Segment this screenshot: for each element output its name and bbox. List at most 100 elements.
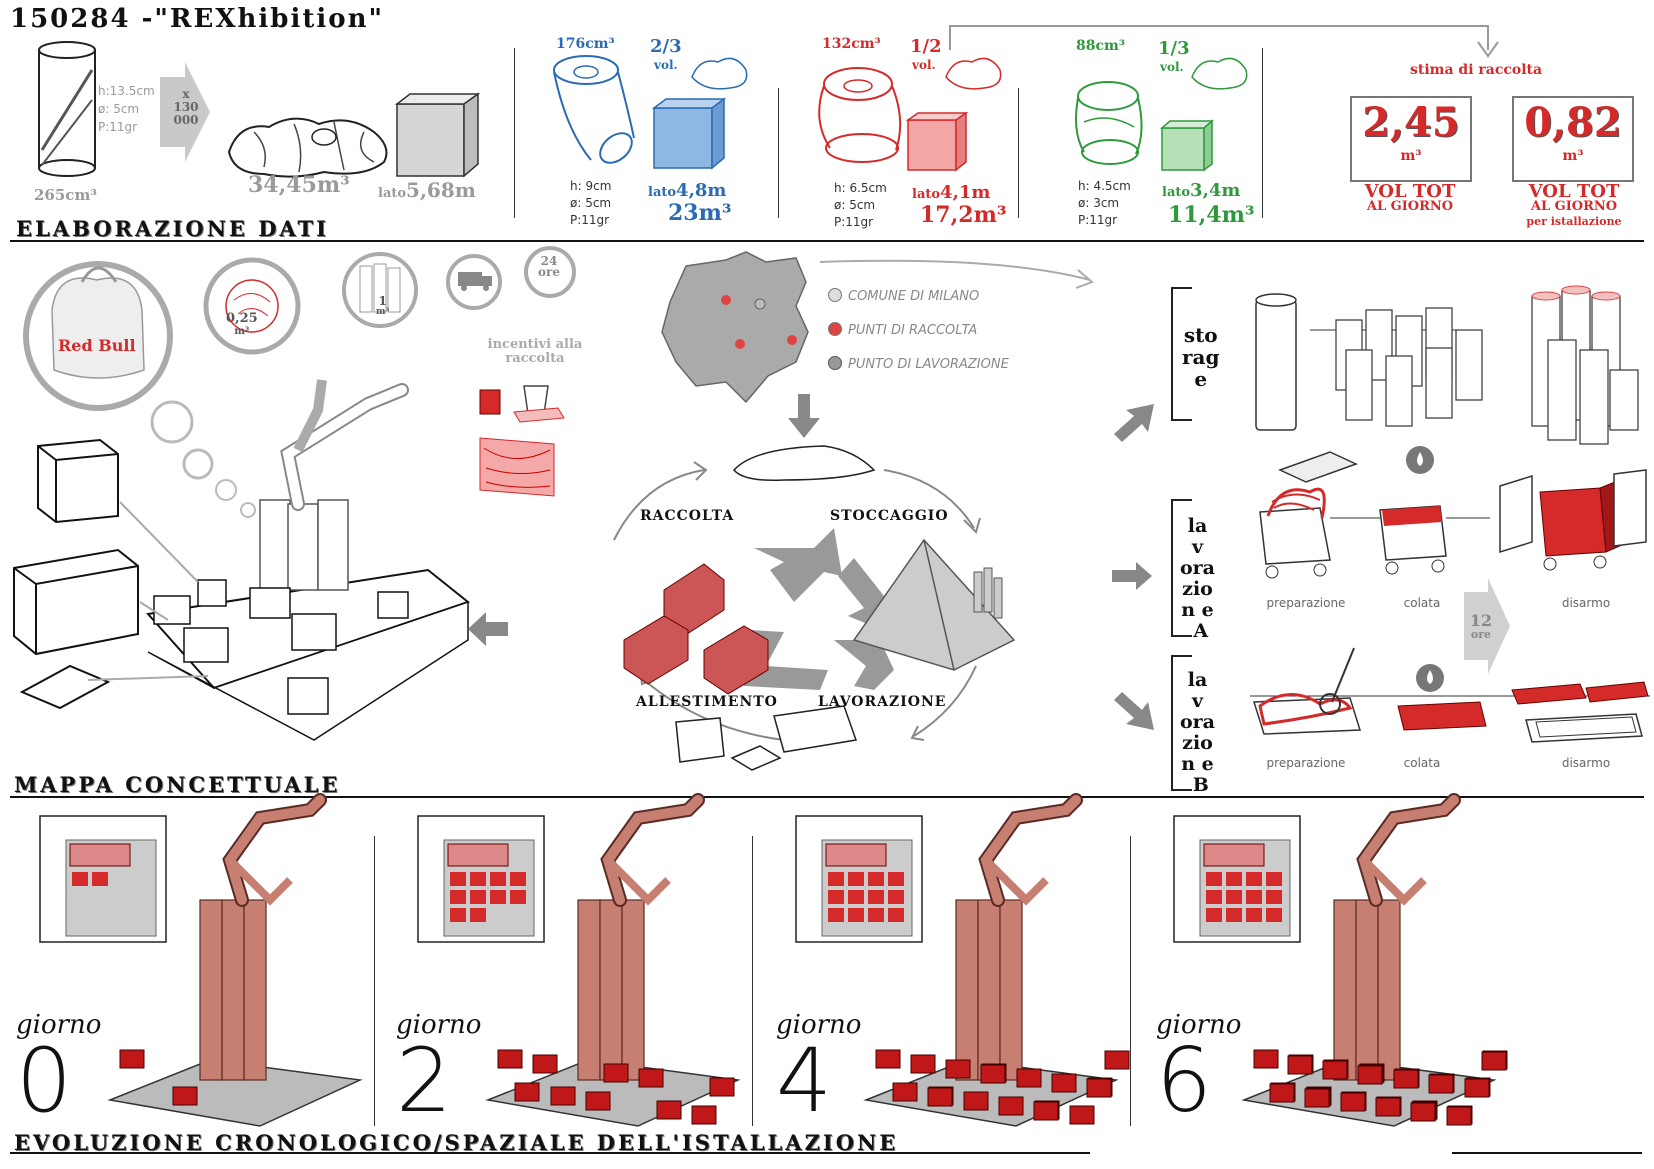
evolution-panel-3 xyxy=(1173,793,1508,1127)
crush-volume: 88cm³ xyxy=(1076,38,1125,54)
stima-label-3: per istallazione xyxy=(1526,215,1622,228)
stepB-preparazione: preparazione xyxy=(1266,756,1346,770)
crush-side-label: lato xyxy=(912,187,941,202)
crush-volume: 132cm³ xyxy=(822,36,881,52)
lavorazione-b-illustration xyxy=(1250,647,1650,743)
giorno-number-2: 2 xyxy=(396,1029,452,1132)
multiplier-arrow-icon xyxy=(160,62,210,162)
giorno-label-4: giorno xyxy=(776,1010,862,1040)
stepA-preparazione: preparazione xyxy=(1266,596,1346,610)
stima-label-1: VOL TOT xyxy=(1528,181,1620,202)
crush-total: 17,2m³ xyxy=(920,202,1007,228)
milan-map xyxy=(661,251,809,404)
cycle-stoccaggio: STOCCAGGIO xyxy=(830,508,949,524)
giorno-number-0: 0 xyxy=(16,1029,72,1132)
evolution-panel-2 xyxy=(795,793,1130,1127)
stima-box-unit: m³ xyxy=(1400,148,1422,164)
arrow-down-icon xyxy=(788,394,820,438)
volume-cube-blue xyxy=(651,97,727,170)
crush-height: h: 6.5cm xyxy=(834,181,887,195)
stima-label-2: AL GIORNO xyxy=(1366,199,1454,214)
multiplier-x: x xyxy=(182,87,190,101)
giorno-label-2: giorno xyxy=(396,1010,482,1040)
volume-cube-green xyxy=(1160,119,1214,172)
can-diameter: ø: 5cm xyxy=(98,102,140,116)
right-brackets xyxy=(1171,287,1192,791)
cycle-lavorazione: LAVORAZIONE xyxy=(818,694,947,710)
arrow-to-storage-icon xyxy=(1114,404,1154,442)
pile-total-volume: 34,45m³ xyxy=(248,172,350,198)
incentive-items xyxy=(479,385,565,497)
stima-box-install: 0,82 m³ xyxy=(1512,96,1634,182)
can-weight: P:11gr xyxy=(98,120,138,134)
bubble2-unit: m³ xyxy=(376,307,390,317)
crush-height: h: 4.5cm xyxy=(1078,179,1131,193)
arrow-left-icon xyxy=(468,612,508,646)
cycle-allestimento: ALLESTIMENTO xyxy=(636,694,778,710)
recycling-cycle xyxy=(613,445,1016,771)
crush-fraction: 2/3 xyxy=(650,36,682,57)
legend-comune: COMUNE DI MILANO xyxy=(828,280,1009,314)
bubble-volume-value: 0,25 xyxy=(226,311,258,326)
section-elaborazione: ELABORAZIONE DATI xyxy=(16,216,330,241)
section-mappa: MAPPA CONCETTUALE xyxy=(14,772,341,797)
crush-fraction-label: vol. xyxy=(1160,60,1184,74)
stepB-disarmo: disarmo xyxy=(1561,756,1611,770)
crush-height: h: 9cm xyxy=(570,179,612,193)
bubble-volume-unit: m³ xyxy=(234,326,250,337)
label-storage: sto rag e xyxy=(1182,323,1220,391)
stima-box-value: 2,45 xyxy=(1362,99,1460,146)
crush-total: 23m³ xyxy=(668,200,732,226)
can-height: h:13.5cm xyxy=(98,84,155,98)
crushed-pile-red-icon xyxy=(945,57,1002,90)
crush-fraction: 1/3 xyxy=(1158,38,1190,59)
stima-box-unit: m³ xyxy=(1562,148,1584,164)
stepB-colata: colata xyxy=(1403,756,1441,770)
crushed-can-red-icon xyxy=(818,67,902,163)
ore24-number: 24 xyxy=(540,254,558,268)
page-title: 150284 -"REXhibition" xyxy=(10,4,385,34)
crushed-pile-green-icon xyxy=(1191,57,1248,90)
volume-cube-red xyxy=(905,111,969,172)
crush-side-label: lato xyxy=(1162,185,1191,200)
flow-arrow-mid xyxy=(819,259,1094,289)
arrow-to-lavA-icon xyxy=(1112,562,1152,590)
crushed-cans-pile-icon xyxy=(227,117,388,178)
cycle-raccolta: RACCOLTA xyxy=(640,508,735,524)
multiplier-n1: 130 xyxy=(173,100,199,114)
can-drawing xyxy=(38,41,96,177)
can-volume: 265cm³ xyxy=(34,186,97,204)
crush-side-label: lato xyxy=(648,185,677,200)
evolution-panel-0 xyxy=(39,793,363,1127)
stepA-disarmo: disarmo xyxy=(1561,596,1611,610)
exhibition-machine-sketch xyxy=(13,379,471,741)
giorno-number-6: 6 xyxy=(1156,1029,1212,1132)
stepA-colata: colata xyxy=(1403,596,1441,610)
giorno-label-6: giorno xyxy=(1156,1010,1242,1040)
crush-diameter: ø: 3cm xyxy=(1078,196,1120,210)
crush-total: 11,4m³ xyxy=(1168,202,1255,228)
stima-label-2: AL GIORNO xyxy=(1530,199,1618,214)
crush-fraction-label: vol. xyxy=(912,58,936,72)
legend-punto-lavorazione: PUNTO DI LAVORAZIONE xyxy=(828,348,1009,382)
ore12-arrow-icon xyxy=(1464,578,1510,674)
crush-diameter: ø: 5cm xyxy=(570,196,612,210)
volume-cube xyxy=(394,92,481,178)
legend-punti-raccolta: PUNTI DI RACCOLTA xyxy=(828,314,1009,348)
cube-side-value: 5,68m xyxy=(406,178,476,202)
ore24-label: ore xyxy=(538,265,560,279)
stima-box-value: 0,82 xyxy=(1524,99,1622,146)
crush-weight: P:11gr xyxy=(834,215,874,229)
crush-weight: P:11gr xyxy=(570,213,610,227)
crush-side-value: 4,1m xyxy=(940,182,991,203)
crush-side-value: 4,8m xyxy=(676,180,727,201)
label-lavorazione-a: la v ora zio n e A xyxy=(1180,515,1215,642)
crushed-can-green-icon xyxy=(1075,81,1143,165)
lavorazione-a-illustration xyxy=(1259,446,1647,579)
crush-volume: 176cm³ xyxy=(556,36,615,52)
evolution-panel-1 xyxy=(417,793,741,1127)
stima-label-1: VOL TOT xyxy=(1364,181,1456,202)
crushed-can-blue-icon xyxy=(553,55,635,164)
crush-diameter: ø: 5cm xyxy=(834,198,876,212)
section-evoluzione: EVOLUZIONE CRONOLOGICO/SPAZIALE DELL'IST… xyxy=(14,1130,899,1155)
